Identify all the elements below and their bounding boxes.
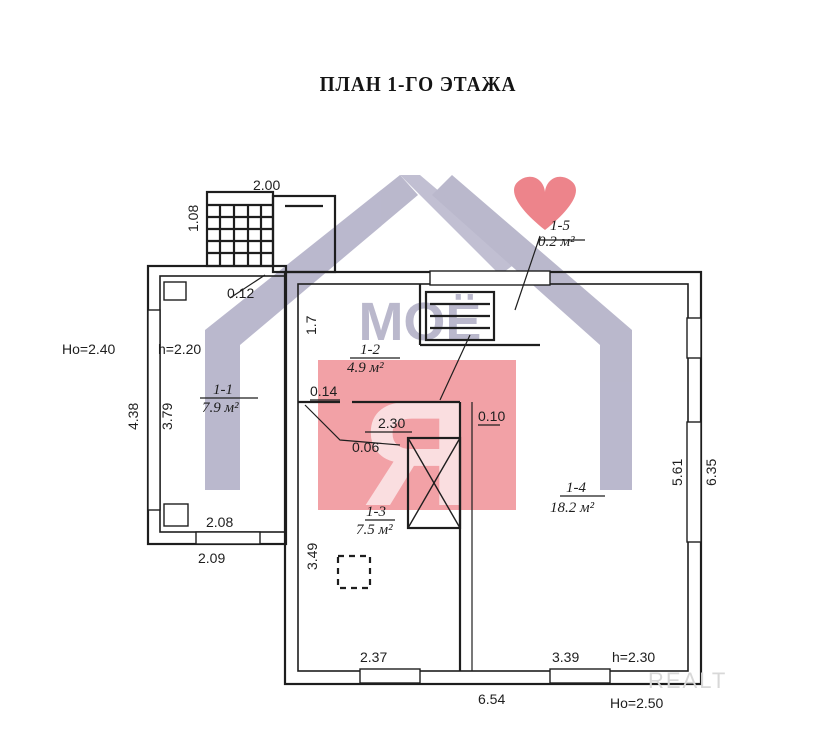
dim-3-79: 3.79 xyxy=(159,403,175,430)
window-north xyxy=(429,270,551,286)
dim-6-35: 6.35 xyxy=(703,459,719,486)
dim-2-00: 2.00 xyxy=(253,177,280,193)
window-veranda-south xyxy=(195,531,261,545)
heart-icon xyxy=(514,176,576,230)
height-h-left: h=2.20 xyxy=(158,341,201,357)
room-1-5-area: 0.2 м² xyxy=(538,234,575,250)
floor-hatch xyxy=(336,554,372,590)
porch-canopy xyxy=(271,194,337,274)
dim-3-39: 3.39 xyxy=(552,649,579,665)
interior-stair xyxy=(424,290,496,342)
height-ho-bottom: Ho=2.50 xyxy=(610,695,664,711)
dim-3-49: 3.49 xyxy=(304,543,320,570)
dim-0-14: 0.14 xyxy=(310,383,337,399)
window-east-2 xyxy=(686,421,702,543)
main-inner-wall xyxy=(297,283,689,672)
dim-4-38: 4.38 xyxy=(125,403,141,430)
house-roof-icon xyxy=(205,175,632,490)
stove xyxy=(406,436,462,530)
window-south-1 xyxy=(359,668,421,684)
dim-2-30: 2.30 xyxy=(378,415,405,431)
brand-letter-ya-icon xyxy=(318,360,516,510)
dim-1-08: 1.08 xyxy=(185,205,201,232)
dim-2-37: 2.37 xyxy=(360,649,387,665)
height-h-right: h=2.30 xyxy=(612,649,655,665)
dim-0-06: 0.06 xyxy=(352,439,379,455)
walls xyxy=(146,190,703,686)
room-1-3-id: 1-3 xyxy=(366,504,386,520)
window-veranda-west xyxy=(147,309,161,511)
dim-0-12: 0.12 xyxy=(227,285,254,301)
realt-watermark: REALT xyxy=(648,668,728,693)
window-east-1 xyxy=(686,317,702,359)
dim-0-10: 0.10 xyxy=(478,408,505,424)
room-1-2-area: 4.9 м² xyxy=(347,360,384,376)
dim-2-08: 2.08 xyxy=(206,514,233,530)
window-south-2 xyxy=(549,668,611,684)
room-1-1-area: 7.9 м² xyxy=(202,400,239,416)
veranda-fixture-top xyxy=(163,281,187,301)
room-1-4-area: 18.2 м² xyxy=(550,500,595,516)
windows xyxy=(147,270,702,684)
plan-title: ПЛАН 1-ГО ЭТАЖА xyxy=(319,72,517,96)
room-1-2-id: 1-2 xyxy=(360,342,380,358)
room-1-3-area: 7.5 м² xyxy=(356,522,393,538)
veranda-fixture-bottom xyxy=(163,503,189,527)
room-1-5-id: 1-5 xyxy=(550,218,570,234)
dim-6-54: 6.54 xyxy=(478,691,505,707)
dim-1-7: 1.7 xyxy=(303,315,319,335)
dim-5-61: 5.61 xyxy=(669,459,685,486)
leader-lines xyxy=(200,235,605,521)
room-1-1-id: 1-1 xyxy=(213,382,233,398)
height-ho-left: Ho=2.40 xyxy=(62,341,116,357)
room-1-4-id: 1-4 xyxy=(566,480,586,496)
dim-2-09: 2.09 xyxy=(198,550,225,566)
